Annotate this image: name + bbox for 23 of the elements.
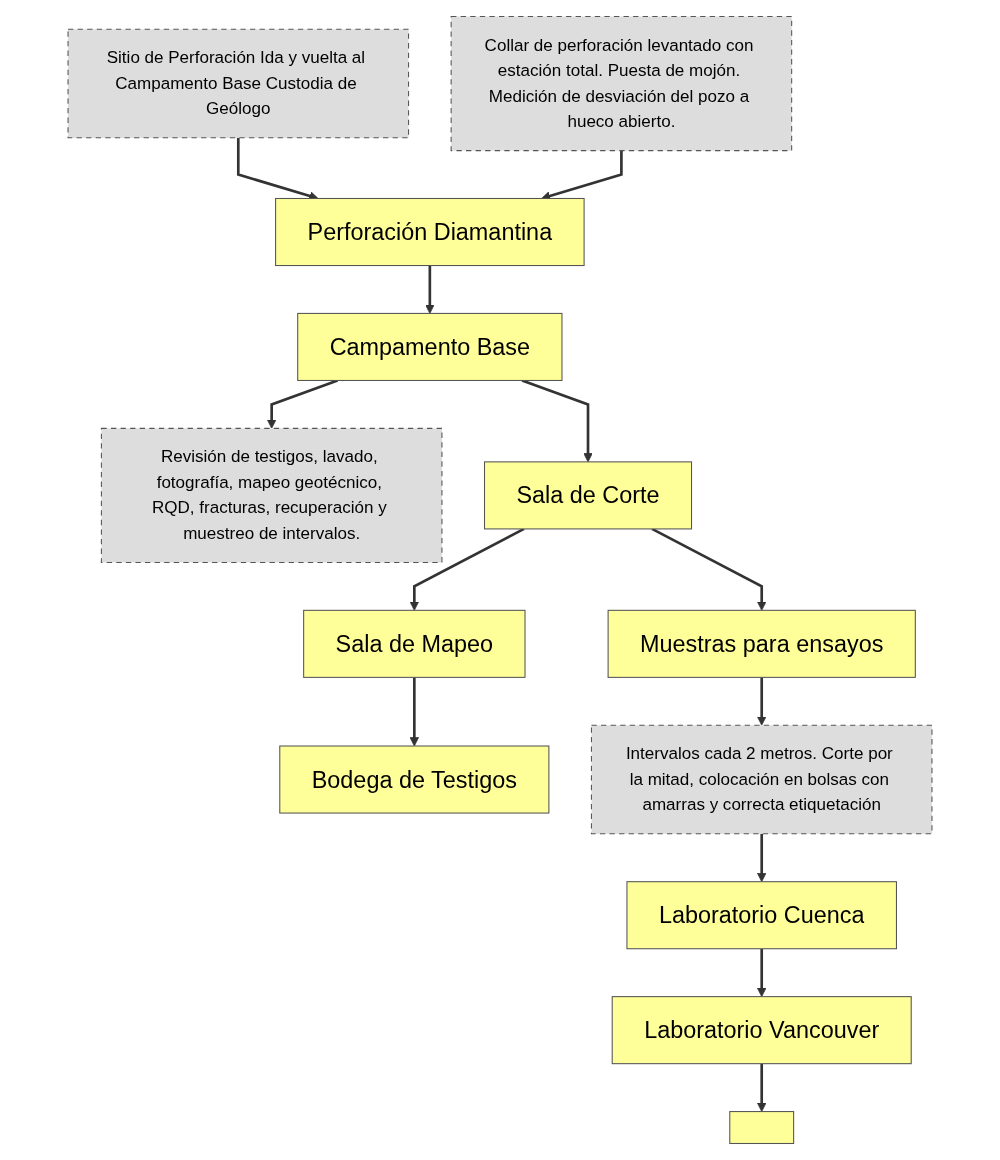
- node-box: Bodega de Testigos: [279, 745, 550, 814]
- arrow: [651, 527, 767, 611]
- arrow: [521, 379, 593, 463]
- node-box: Laboratorio Vancouver: [611, 996, 912, 1065]
- arrow: [757, 948, 767, 998]
- node-box: Collar de perforación levantado con estación total. Puesta de mojón. Medición de desviación del pozo a hueco abierto.: [450, 16, 793, 152]
- node-box: Campamento Base: [297, 312, 563, 381]
- arrow: [757, 833, 767, 883]
- arrow: [757, 677, 767, 726]
- node-box: Sala de Corte: [484, 461, 693, 530]
- node-box: Revisión de testigos, lavado, fotografía, mapeo geotécnico, RQD, fracturas, recuperación y muestreo de intervalos.: [100, 427, 443, 563]
- node-box: Sitio de Perforación Ida y vuelta al Campamento Base Custodia de Geólogo: [67, 28, 410, 139]
- arrow: [409, 677, 419, 747]
- node-box: Perforación Diamantina: [275, 197, 585, 267]
- node-box: [729, 1111, 795, 1144]
- arrow: [409, 527, 525, 611]
- node-box: Intervalos cada 2 metros. Corte por la mitad, colocación en bolsas con amarras y correcta etiquetación: [590, 724, 933, 835]
- arrow: [757, 1063, 767, 1112]
- node-box: Sala de Mapeo: [303, 609, 526, 678]
- node-box: Laboratorio Cuenca: [626, 881, 897, 950]
- node-box: Muestras para ensayos: [607, 609, 916, 678]
- arrow: [425, 265, 435, 314]
- arrow: [267, 379, 339, 429]
